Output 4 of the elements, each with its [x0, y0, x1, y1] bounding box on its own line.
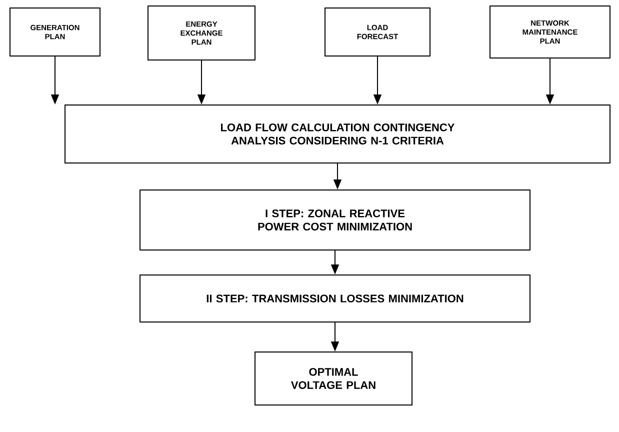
- process-box: II STEP: TRANSMISSION LOSSES MINIMIZATION: [140, 274, 530, 322]
- process-box: LOAD FLOW CALCULATION CONTINGENCY ANALYSIS CONSIDERING N-1 CRITERIA: [64, 104, 610, 164]
- process-box: I STEP: ZONAL REACTIVE POWER COST MINIMIZATION: [140, 190, 530, 250]
- process-box: OPTIMAL VOLTAGE PLAN: [254, 352, 412, 406]
